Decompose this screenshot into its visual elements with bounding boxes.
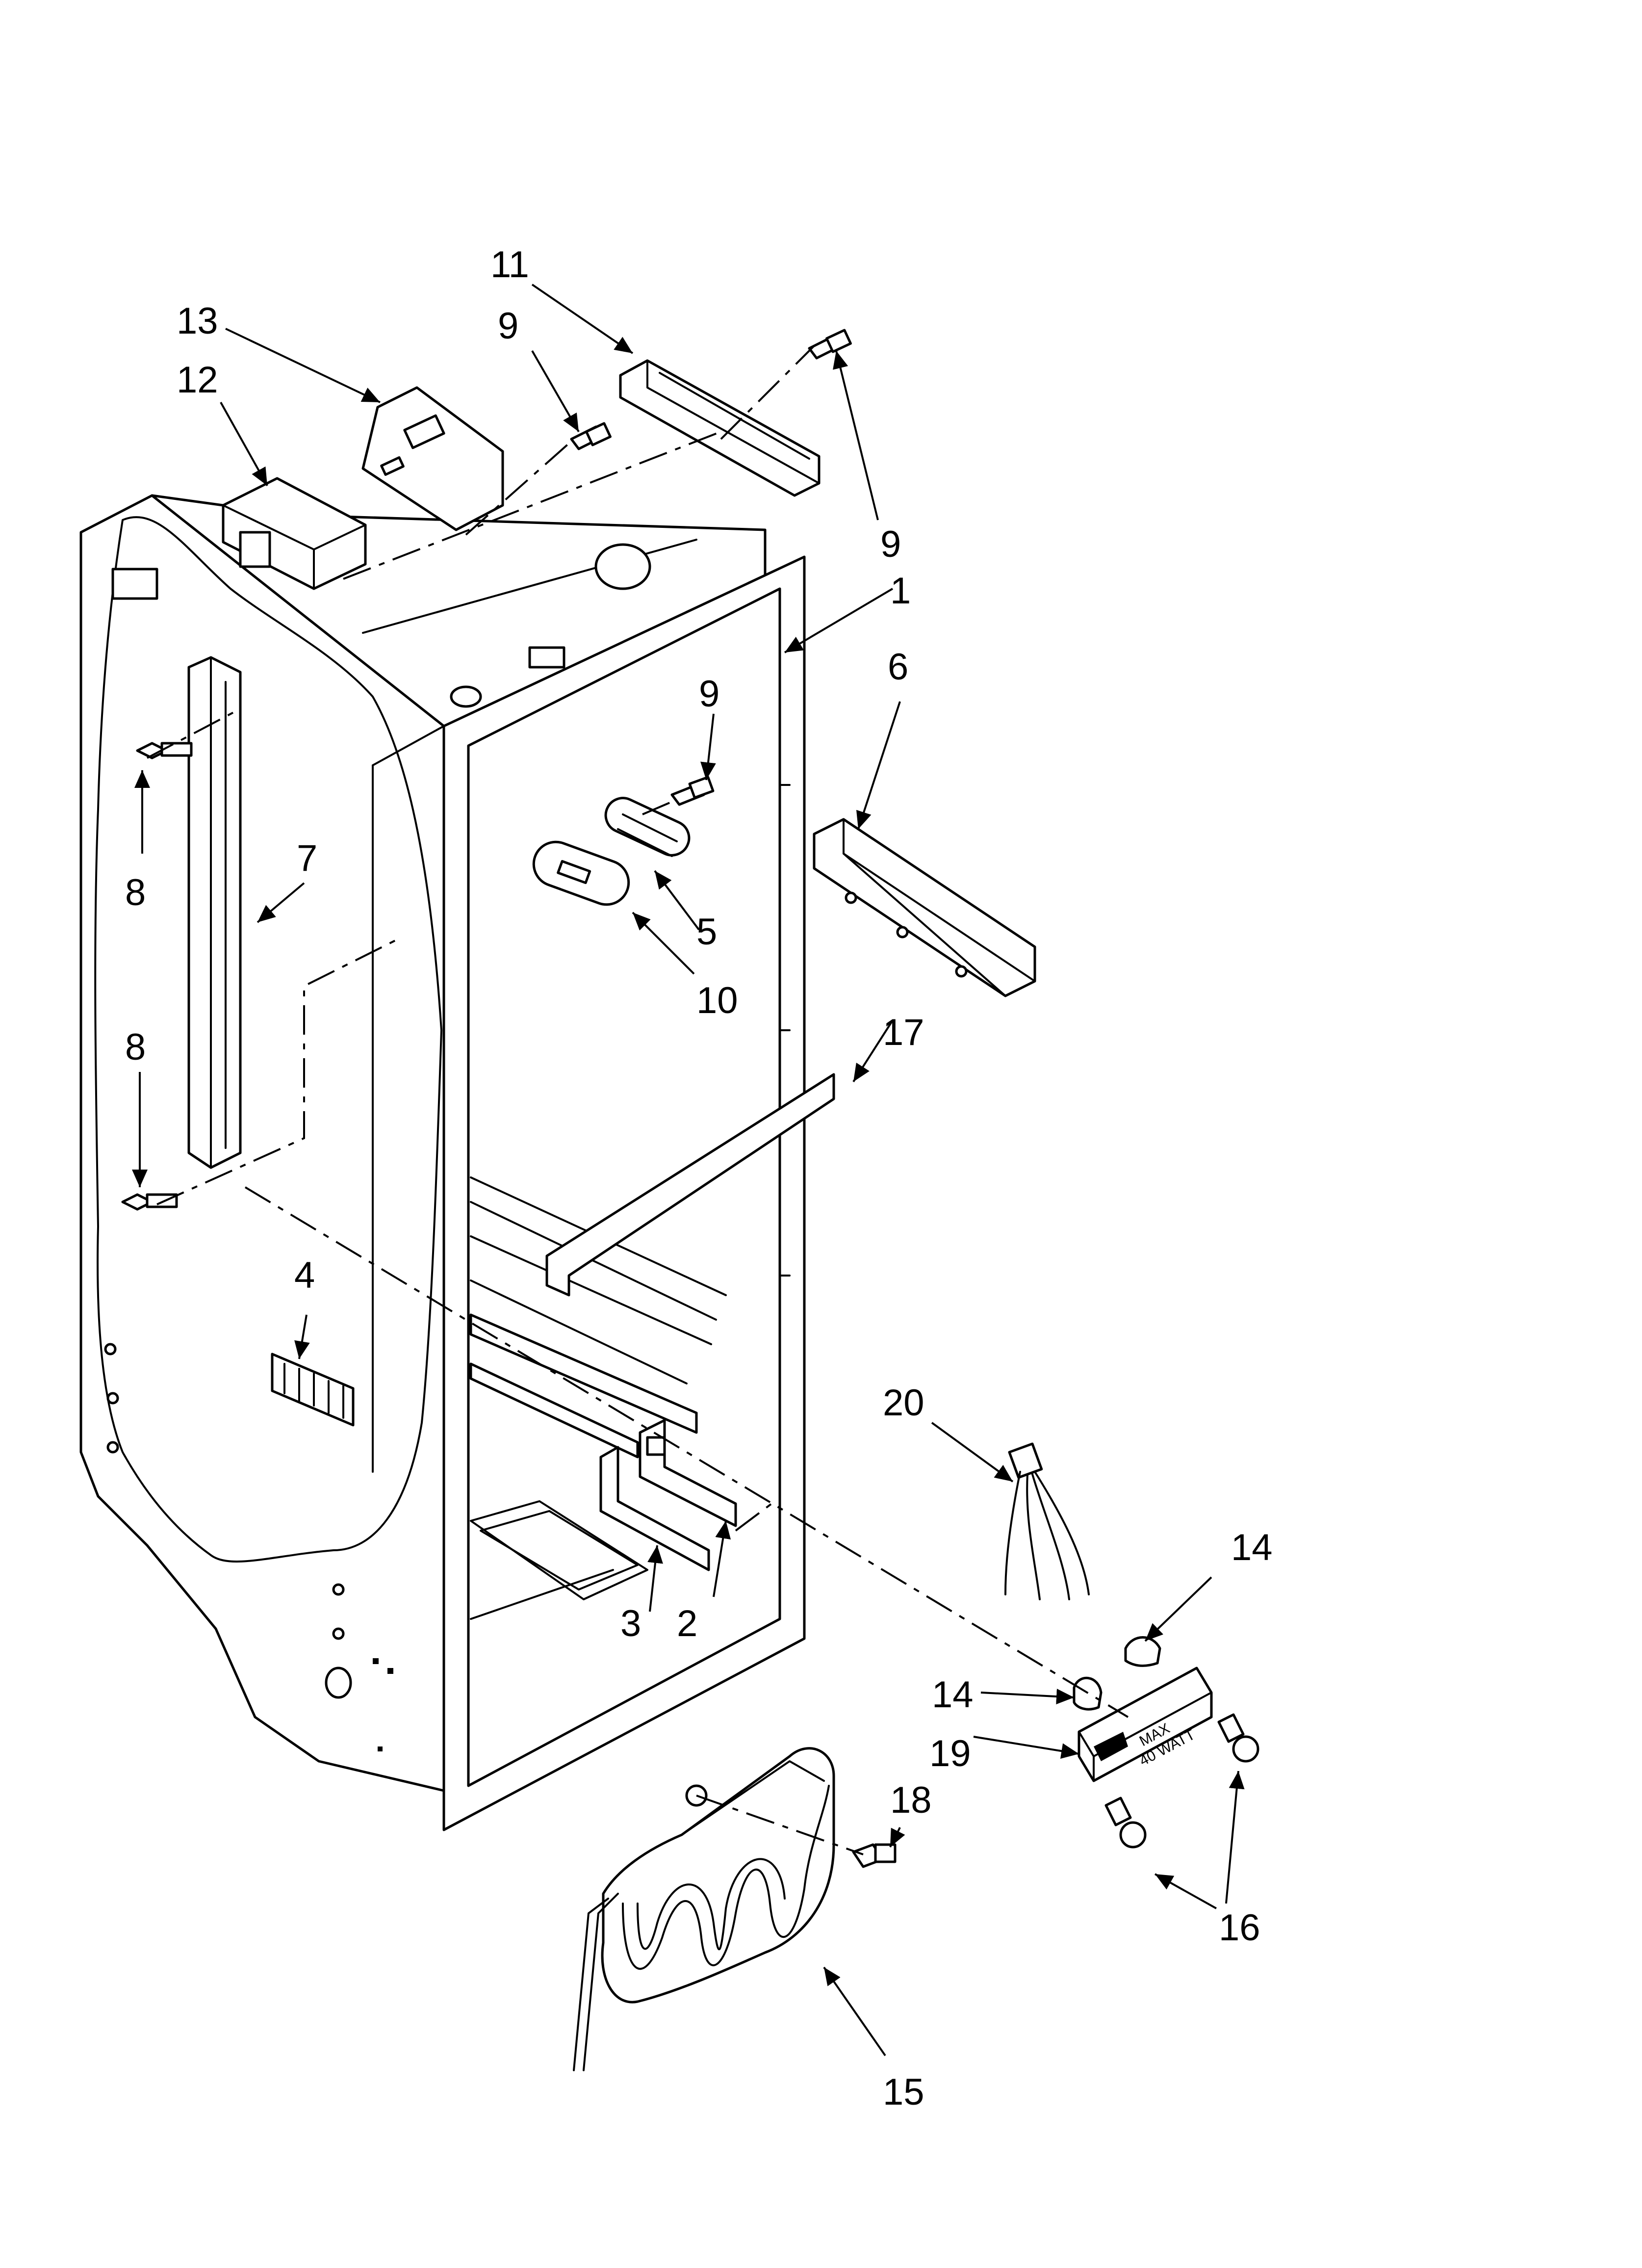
part-15-heater (573, 1747, 835, 2071)
part-4-grille (271, 1353, 355, 1427)
callout-6: 6 (888, 646, 908, 688)
callout-9-right: 9 (880, 523, 901, 565)
callout-labels: 1 2 3 4 5 6 7 8 8 9 9 9 10 11 12 13 14 1… (125, 244, 1273, 2113)
callout-15: 15 (883, 2071, 924, 2113)
part-3-bracket (599, 1446, 710, 1571)
part-9-screw-center (670, 776, 715, 806)
callout-10: 10 (696, 980, 738, 1021)
part-10-lens (532, 840, 630, 906)
part-8-screw-upper (136, 742, 193, 759)
part-9-screw-top (570, 422, 612, 450)
callout-4: 4 (294, 1254, 315, 1296)
callout-2: 2 (677, 1603, 697, 1644)
callout-8-lower: 8 (125, 1026, 146, 1068)
callout-1: 1 (890, 570, 911, 612)
part-12-control (222, 477, 367, 590)
callout-16: 16 (1219, 1907, 1260, 1949)
callout-13: 13 (177, 300, 218, 342)
callout-3: 3 (620, 1603, 641, 1644)
callout-9-top: 9 (498, 305, 518, 347)
callout-11: 11 (490, 244, 529, 286)
part-5-light-cover (604, 797, 691, 857)
part-2-bracket (639, 1419, 737, 1527)
part-16-screw-lower (1104, 1797, 1147, 1849)
callout-12: 12 (177, 359, 218, 401)
callout-5: 5 (696, 911, 717, 953)
callout-14-lower: 14 (932, 1674, 974, 1716)
callout-8-upper: 8 (125, 872, 146, 913)
part-13-bracket (361, 386, 504, 531)
callout-14-upper: 14 (1231, 1527, 1273, 1568)
part-11-channel (619, 359, 821, 497)
part-14-clip-upper (1124, 1636, 1161, 1667)
part-6-channel (813, 818, 1036, 997)
callout-7: 7 (297, 837, 317, 879)
leader-lines (132, 284, 1245, 2057)
callout-9-center: 9 (699, 673, 719, 715)
part-9-screw-right (808, 329, 852, 360)
part-8-screw-lower (121, 1193, 178, 1211)
callout-20: 20 (883, 1382, 924, 1424)
part-18-screw (852, 1843, 897, 1868)
callout-19: 19 (929, 1733, 971, 1774)
part-7-shelf-rail (187, 656, 242, 1169)
callout-17: 17 (883, 1012, 924, 1053)
part-17-rail (545, 1073, 835, 1297)
part-16-screw-upper (1217, 1713, 1259, 1763)
alignment-lines (147, 345, 1129, 1855)
callout-18: 18 (890, 1779, 932, 1821)
part-20-harness (1004, 1442, 1090, 1600)
